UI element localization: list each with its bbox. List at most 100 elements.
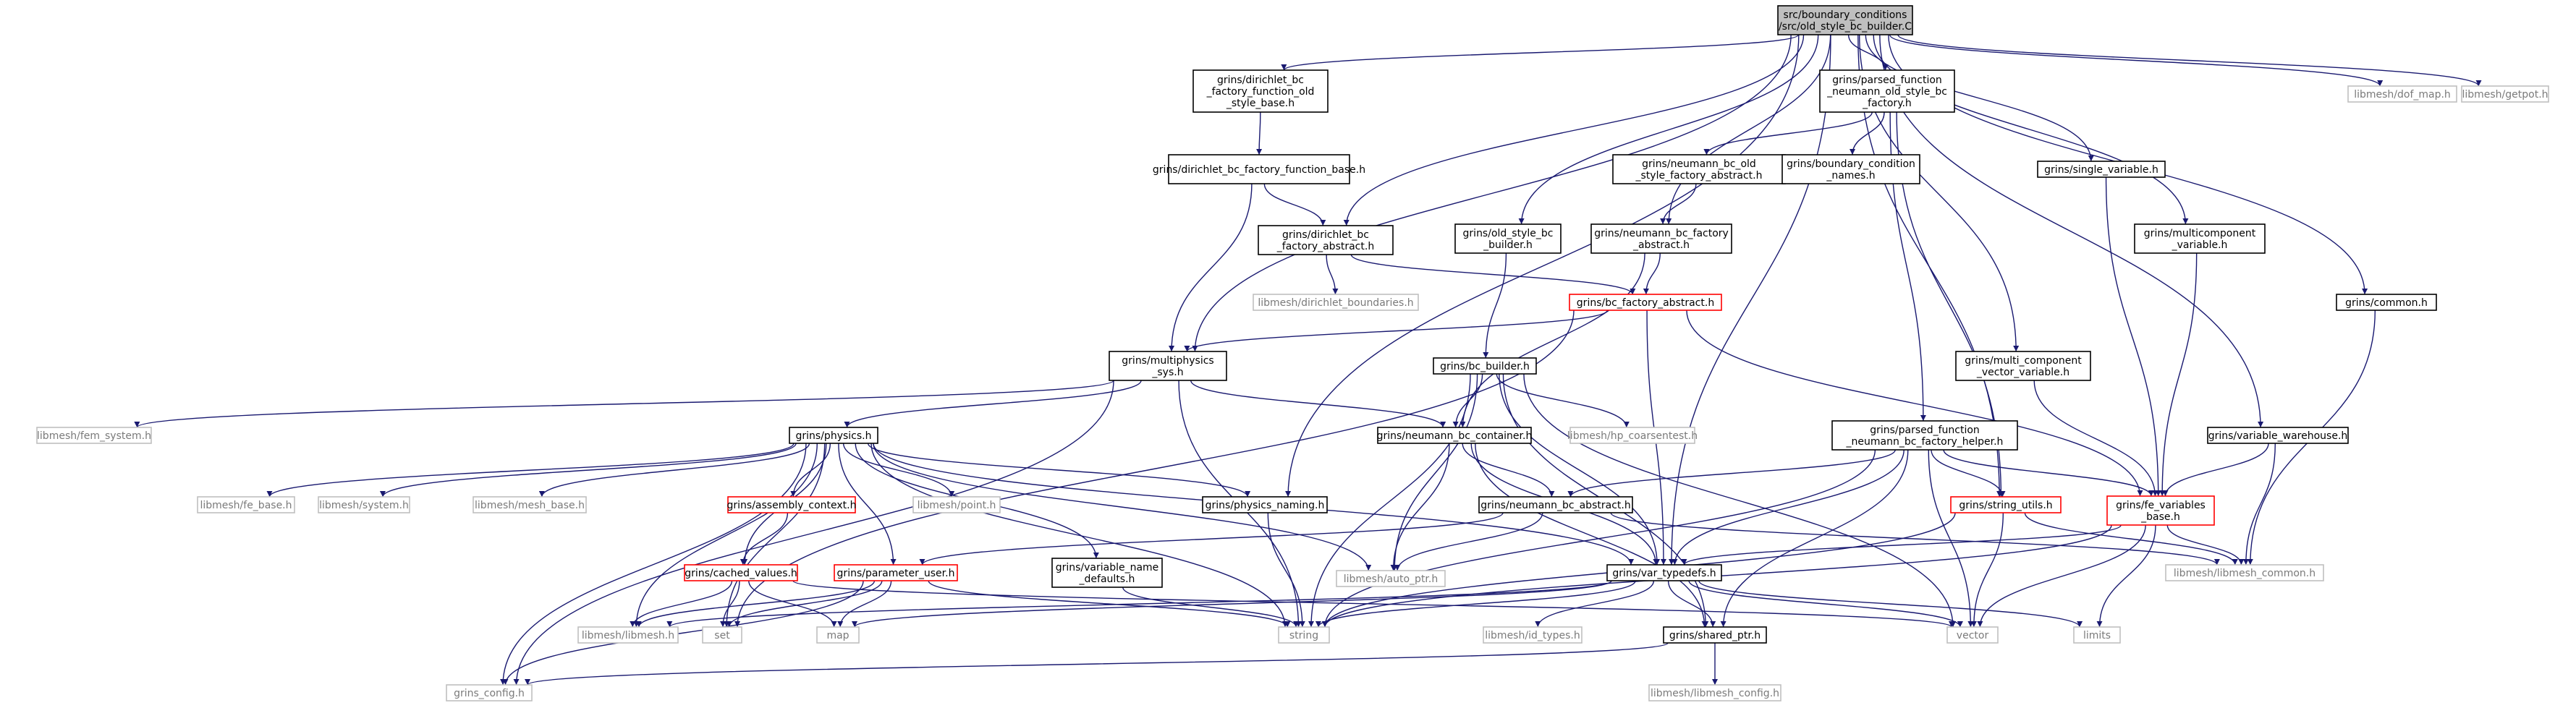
node-label: _variable.h: [2172, 239, 2228, 251]
node-label: grins/boundary_condition: [1787, 158, 1915, 170]
node-grins-multiphysics-sys-h[interactable]: grins/multiphysics_sys.h: [1109, 351, 1227, 381]
node-grins-physics-naming-h[interactable]: grins/physics_naming.h: [1202, 496, 1328, 513]
edge-single_var-to-fe_vars: [2105, 176, 2161, 497]
node-label: libmesh/id_types.h: [1485, 630, 1580, 641]
node-grins-string-utils-h[interactable]: grins/string_utils.h: [1950, 496, 2062, 513]
node-libmesh-auto-ptr-h[interactable]: libmesh/auto_ptr.h: [1336, 570, 1446, 587]
node-grins-bc-builder-h[interactable]: grins/bc_builder.h: [1433, 357, 1537, 375]
edge-multiphys-to-neu_container: [1190, 380, 1446, 428]
node-box: [2165, 564, 2324, 581]
node-box: [912, 496, 1001, 513]
node-label: grins/bc_factory_abstract.h: [1577, 297, 1714, 309]
node-grins-variable-name-defaults-h[interactable]: grins/variable_name_defaults.h: [1051, 558, 1163, 588]
node-label: grins/multicomponent: [2144, 228, 2256, 239]
node-libmesh-dof-map-h[interactable]: libmesh/dof_map.h: [2347, 85, 2457, 103]
node-grins-config-h[interactable]: grins_config.h: [446, 684, 533, 701]
edge-root-to-multiphys: [1192, 34, 1792, 352]
node-string[interactable]: string: [1278, 626, 1330, 644]
node-label: vector: [1957, 630, 1989, 641]
node-label: grins/dirichlet_bc: [1282, 229, 1369, 241]
edge-bc_fac_abs-to-fe_vars: [1686, 310, 2143, 497]
node-vector[interactable]: vector: [1946, 626, 1999, 644]
node-grins-neumann-bc-factory-abstract-h[interactable]: grins/neumann_bc_factory_abstract.h: [1590, 223, 1732, 254]
edge-multi_comp_vec-to-fe_vars: [2033, 380, 2158, 497]
node-box: [1478, 496, 1633, 513]
node-grins-common-h[interactable]: grins/common.h: [2336, 294, 2437, 311]
node-box: [1454, 223, 1562, 254]
node-box: [1663, 626, 1767, 644]
node-label: _factory_function_old: [1206, 86, 1315, 98]
node-grins-variable-warehouse-h[interactable]: grins/variable_warehouse.h: [2207, 427, 2349, 444]
node-grins-single-variable-h[interactable]: grins/single_variable.h: [2037, 161, 2166, 178]
node-label: map: [826, 630, 849, 641]
node-grins-multi-component-vector-variable-h[interactable]: grins/multi_component_vector_variable.h: [1955, 351, 2091, 381]
node-libmesh-libmesh-h[interactable]: libmesh/libmesh.h: [577, 626, 679, 644]
node-map[interactable]: map: [816, 626, 860, 644]
edge-root-to-multicomp: [1873, 34, 2189, 225]
node-box: [1831, 420, 2018, 451]
edge-param_user-to-grins_config: [502, 580, 864, 686]
node-grins-bc-factory-abstract-h[interactable]: grins/bc_factory_abstract.h: [1569, 294, 1722, 311]
node-limits[interactable]: limits: [2073, 626, 2121, 644]
edge-bc_fac_abs-to-multiphys: [1184, 310, 1608, 352]
node-grins-boundary-condition-names-h[interactable]: grins/boundary_condition_names.h: [1781, 154, 1920, 184]
node-grins-parsed-function-neumann-bc-factory-helper-h[interactable]: grins/parsed_function_neumann_bc_factory…: [1831, 420, 2018, 451]
node-grins-cached-values-h[interactable]: grins/cached_values.h: [684, 564, 798, 581]
node-label: libmesh/hp_coarsentest.h: [1567, 430, 1698, 442]
node-box: [1192, 69, 1329, 113]
edge-var_warehouse-to-libmesh_common: [2242, 443, 2276, 566]
node-grins-old-style-bc-builder-h[interactable]: grins/old_style_bc_builder.h: [1454, 223, 1562, 254]
node-label: grins/old_style_bc: [1463, 228, 1554, 239]
node-src-boundary-conditions-src-old-style-bc-builder-c[interactable]: src/boundary_conditions/src/old_style_bc…: [1777, 5, 1913, 35]
edge-root-to-physics_naming: [1285, 34, 1800, 498]
node-box: [473, 496, 587, 513]
node-libmesh-fem-system-h[interactable]: libmesh/fem_system.h: [36, 427, 152, 444]
node-label: _neumann_bc_factory_helper.h: [1846, 436, 2004, 448]
node-grins-physics-h[interactable]: grins/physics.h: [789, 427, 878, 444]
node-grins-neumann-bc-abstract-h[interactable]: grins/neumann_bc_abstract.h: [1478, 496, 1633, 513]
node-libmesh-mesh-base-h[interactable]: libmesh/mesh_base.h: [473, 496, 587, 513]
node-grins-assembly-context-h[interactable]: grins/assembly_context.h: [727, 496, 857, 513]
node-libmesh-hp-coarsentest-h[interactable]: libmesh/hp_coarsentest.h: [1567, 427, 1698, 444]
edge-physics-to-mesh_base: [538, 443, 810, 498]
node-grins-dirichlet-bc-factory-function-old-style-base-h[interactable]: grins/dirichlet_bc_factory_function_old_…: [1192, 69, 1329, 113]
node-grins-shared-ptr-h[interactable]: grins/shared_ptr.h: [1663, 626, 1767, 644]
node-libmesh-fe-base-h[interactable]: libmesh/fe_base.h: [197, 496, 295, 513]
node-libmesh-getpot-h[interactable]: libmesh/getpot.h: [2461, 85, 2549, 103]
node-label: grins/fe_variables: [2116, 500, 2206, 511]
edge-physics-to-system: [380, 443, 797, 498]
node-label: grins/parsed_function: [1870, 425, 1980, 436]
node-libmesh-dirichlet-boundaries-h[interactable]: libmesh/dirichlet_boundaries.h: [1253, 294, 1419, 311]
node-grins-var-typedefs-h[interactable]: grins/var_typedefs.h: [1606, 564, 1722, 581]
node-label: _names.h: [1826, 170, 1875, 182]
node-box: [1202, 496, 1328, 513]
node-libmesh-libmesh-config-h[interactable]: libmesh/libmesh_config.h: [1648, 684, 1781, 701]
node-box: [684, 564, 798, 581]
node-label: _style_factory_abstract.h: [1635, 170, 1763, 182]
node-grins-neumann-bc-container-h[interactable]: grins/neumann_bc_container.h: [1377, 427, 1533, 444]
node-label: grins/common.h: [2345, 297, 2428, 309]
node-grins-parsed-function-neumann-old-style-bc-factory-h[interactable]: grins/parsed_function_neumann_old_style_…: [1819, 69, 1955, 113]
node-grins-fe-variables-base-h[interactable]: grins/fe_variables_base.h: [2106, 495, 2215, 526]
node-grins-multicomponent-variable-h[interactable]: grins/multicomponent_variable.h: [2134, 223, 2266, 254]
dependency-edges: [134, 34, 2482, 686]
node-libmesh-libmesh-common-h[interactable]: libmesh/libmesh_common.h: [2165, 564, 2324, 581]
node-grins-parameter-user-h[interactable]: grins/parameter_user.h: [834, 564, 958, 581]
node-label: _builder.h: [1483, 239, 1533, 251]
node-label: libmesh/mesh_base.h: [475, 500, 585, 511]
node-grins-neumann-bc-old-style-factory-abstract-h[interactable]: grins/neumann_bc_old_style_factory_abstr…: [1612, 154, 1786, 184]
node-box: [318, 496, 410, 513]
node-label: grins/physics_naming.h: [1206, 500, 1325, 511]
node-grins-dirichlet-bc-factory-abstract-h[interactable]: grins/dirichlet_bc_factory_abstract.h: [1258, 225, 1394, 255]
node-grins-dirichlet-bc-factory-function-base-h[interactable]: grins/dirichlet_bc_factory_function_base…: [1153, 154, 1365, 184]
edge-neu_abs-to-libmesh_common: [1610, 512, 2220, 566]
node-libmesh-point-h[interactable]: libmesh/point.h: [912, 496, 1001, 513]
node-set[interactable]: set: [702, 626, 742, 644]
node-libmesh-id-types-h[interactable]: libmesh/id_types.h: [1483, 626, 1583, 644]
node-box: [816, 626, 860, 644]
edge-physics-to-set: [724, 443, 826, 628]
edge-root-to-neu_fac_abs: [1666, 34, 1831, 225]
edge-multiphys-to-grins_config: [513, 380, 1114, 686]
node-libmesh-system-h[interactable]: libmesh/system.h: [318, 496, 410, 513]
edge-param_user-to-string: [928, 580, 1291, 628]
